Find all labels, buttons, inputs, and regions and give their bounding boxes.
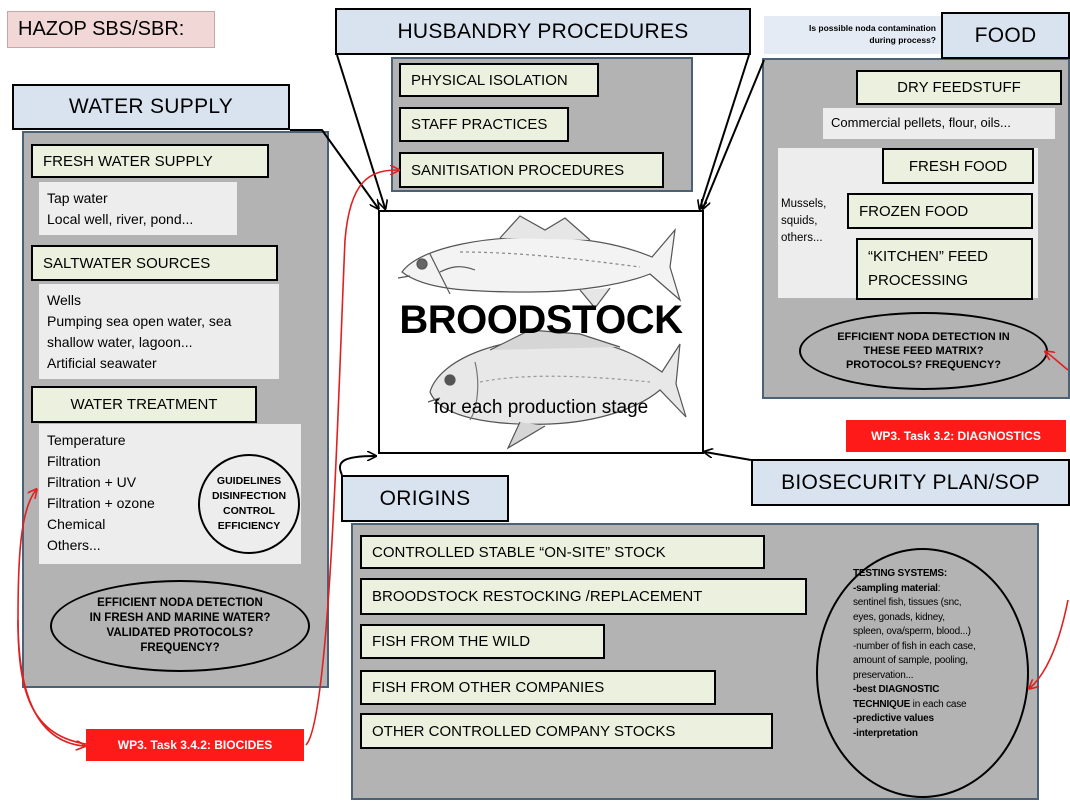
- kitchen-line: “KITCHEN” FEED: [868, 248, 988, 265]
- origin-item-onsite: CONTROLLED STABLE “ON-SITE” STOCK: [360, 535, 765, 569]
- water-question-line: FREQUENCY?: [140, 642, 220, 654]
- arrow-husbandry-left: [336, 54, 385, 208]
- testing-line: amount of sample, pooling,: [853, 655, 968, 666]
- water-question-line: EFFICIENT NODA DETECTION: [97, 597, 263, 609]
- guidelines-oval: GUIDELINES DISINFECTION CONTROL EFFICIEN…: [198, 454, 300, 554]
- testing-line: preservation...: [853, 669, 914, 681]
- treatment-note-line: Filtration + UV: [47, 474, 137, 490]
- testing-line: -interpretation: [853, 727, 918, 739]
- food-note-line: during process?: [869, 35, 936, 45]
- origin-item-restocking: BROODSTOCK RESTOCKING /REPLACEMENT: [360, 578, 807, 615]
- kitchen-line: PROCESSING: [868, 272, 969, 289]
- testing-line: -best DIAGNOSTIC: [853, 684, 940, 695]
- guidelines-line: EFFICIENCY: [217, 520, 281, 532]
- side-note-line: others...: [781, 232, 823, 244]
- testing-line: -number of fish in each case,: [853, 640, 976, 652]
- saltwater-note-line: Wells: [47, 292, 81, 308]
- origin-item-controlled-stocks: OTHER CONTROLLED COMPANY STOCKS: [360, 713, 773, 749]
- broodstock-box: BROODSTOCK for each production stage: [378, 210, 704, 454]
- food-header: FOOD: [941, 12, 1070, 59]
- fresh-water-note-line: Local well, river, pond...: [47, 211, 194, 227]
- testing-l9-bold: TECHNIQUE: [853, 698, 911, 710]
- staff-practices-box: STAFF PRACTICES: [399, 107, 569, 142]
- fish-illustrations: [397, 215, 687, 450]
- fresh-water-notes: Tap water Local well, river, pond...: [39, 182, 237, 235]
- testing-l1-bold: -sampling material: [853, 582, 938, 594]
- origin-item-wild: FISH FROM THE WILD: [360, 624, 605, 659]
- water-question-line: VALIDATED PROTOCOLS?: [106, 627, 254, 639]
- sanitisation-box: SANITISATION PROCEDURES: [399, 152, 664, 188]
- water-supply-header: WATER SUPPLY: [12, 84, 290, 130]
- water-question-line: IN FRESH AND MARINE WATER?: [89, 612, 271, 624]
- biocides-tag: WP3. Task 3.4.2: BIOCIDES: [86, 729, 304, 761]
- testing-l1-rest: :: [937, 582, 941, 594]
- side-note-line: squids,: [781, 215, 818, 227]
- treatment-note-line: Temperature: [47, 432, 126, 448]
- dry-feedstuff-box: DRY FEEDSTUFF: [856, 70, 1062, 105]
- saltwater-note-line: shallow water, lagoon...: [47, 334, 193, 350]
- testing-heading: TESTING SYSTEMS:: [853, 568, 948, 579]
- food-question-line: PROTOCOLS? FREQUENCY?: [845, 359, 1001, 371]
- biosecurity-header: BIOSECURITY PLAN/SOP: [751, 459, 1070, 506]
- food-detection-question-oval: EFFICIENT NODA DETECTION IN THESE FEED M…: [799, 312, 1048, 390]
- origin-item-other-companies: FISH FROM OTHER COMPANIES: [360, 670, 716, 705]
- food-question-line: THESE FEED MATRIX?: [863, 345, 984, 357]
- guidelines-line: DISINFECTION: [211, 490, 287, 502]
- diagnostics-tag: WP3. Task 3.2: DIAGNOSTICS: [846, 420, 1066, 452]
- broodstock-title: BROODSTOCK: [399, 298, 683, 342]
- saltwater-note-line: Artificial seawater: [47, 355, 157, 371]
- arrow-food-to-broodstock: [703, 59, 765, 208]
- water-detection-question-oval: EFFICIENT NODA DETECTION IN FRESH AND MA…: [50, 580, 310, 672]
- husbandry-header: HUSBANDRY PROCEDURES: [335, 8, 751, 55]
- saltwater-note-line: Pumping sea open water, sea: [47, 313, 232, 329]
- saltwater-sources-box: SALTWATER SOURCES: [31, 245, 278, 281]
- testing-l9-rest: in each case: [910, 698, 967, 710]
- kitchen-feed-box: “KITCHEN” FEED PROCESSING: [856, 238, 1033, 300]
- arrow-husbandry-right: [700, 54, 750, 208]
- saltwater-notes: Wells Pumping sea open water, sea shallo…: [39, 284, 279, 379]
- testing-line: spleen, ova/sperm, blood...): [853, 626, 971, 637]
- testing-systems-oval: [816, 548, 1029, 798]
- food-question-line: EFFICIENT NODA DETECTION IN: [837, 331, 1010, 343]
- fresh-water-note-line: Tap water: [47, 190, 108, 206]
- origins-header: ORIGINS: [341, 475, 509, 522]
- testing-line: -predictive values: [853, 713, 934, 724]
- arrow-origins-to-broodstock: [338, 456, 375, 476]
- fresh-water-supply-box: FRESH WATER SUPPLY: [31, 144, 269, 178]
- physical-isolation-box: PHYSICAL ISOLATION: [399, 63, 599, 97]
- side-note-line: Mussels,: [781, 198, 827, 210]
- testing-line: eyes, gonads, kidney,: [853, 611, 945, 623]
- broodstock-subtitle: for each production stage: [433, 397, 649, 418]
- food-side-note: Mussels, squids, others...: [781, 196, 841, 247]
- sea-bass-icon: [397, 215, 682, 309]
- page-title: HAZOP SBS/SBR:: [7, 11, 215, 48]
- arrow-biosecurity-to-broodstock: [705, 452, 752, 461]
- testing-line: sentinel fish, tissues (snc,: [853, 597, 962, 608]
- fresh-food-box: FRESH FOOD: [882, 148, 1034, 184]
- sea-bream-icon: [427, 329, 687, 450]
- testing-systems-text: TESTING SYSTEMS: -sampling material: sen…: [853, 567, 1003, 741]
- frozen-food-box: FROZEN FOOD: [847, 193, 1033, 229]
- water-treatment-box: WATER TREATMENT: [31, 386, 257, 423]
- guidelines-line: GUIDELINES: [216, 475, 282, 487]
- guidelines-line: CONTROL: [223, 505, 275, 517]
- food-contamination-note: Is possible noda contamination during pr…: [764, 16, 942, 54]
- food-note-line: Is possible noda contamination: [808, 23, 936, 33]
- dry-feedstuff-note: Commercial pellets, flour, oils...: [823, 108, 1055, 139]
- treatment-note-line: Filtration: [47, 453, 101, 469]
